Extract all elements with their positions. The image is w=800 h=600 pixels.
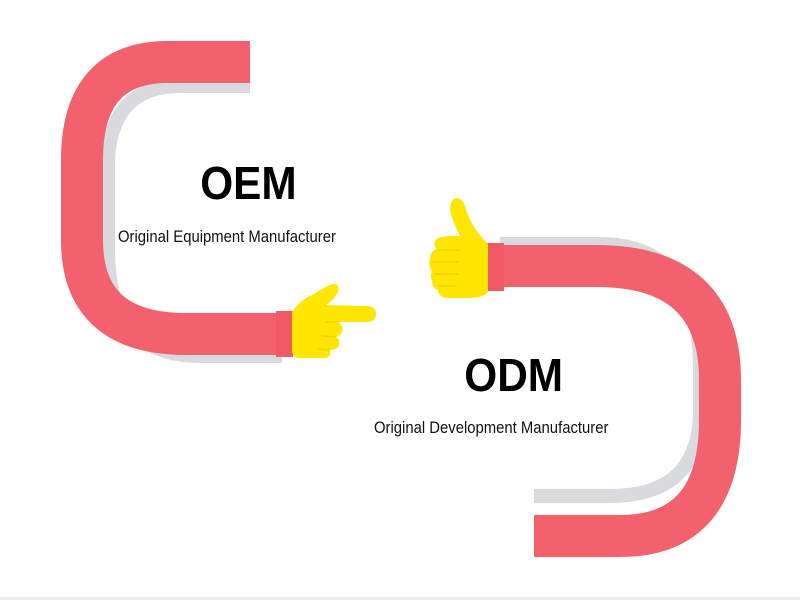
oem-title: OEM bbox=[200, 157, 297, 209]
bottom-divider bbox=[0, 597, 800, 600]
left-cuff bbox=[276, 311, 293, 357]
odm-title: ODM bbox=[464, 349, 564, 401]
thumbs-up-icon bbox=[429, 198, 488, 298]
left-arm bbox=[61, 41, 282, 355]
right-cuff bbox=[487, 243, 504, 291]
odm-full-name: Original Development Manufacturer bbox=[374, 419, 609, 437]
oem-full-name: Original Equipment Manufacturer bbox=[118, 228, 336, 246]
pointing-hand-icon bbox=[292, 283, 376, 358]
right-arm bbox=[500, 245, 741, 557]
